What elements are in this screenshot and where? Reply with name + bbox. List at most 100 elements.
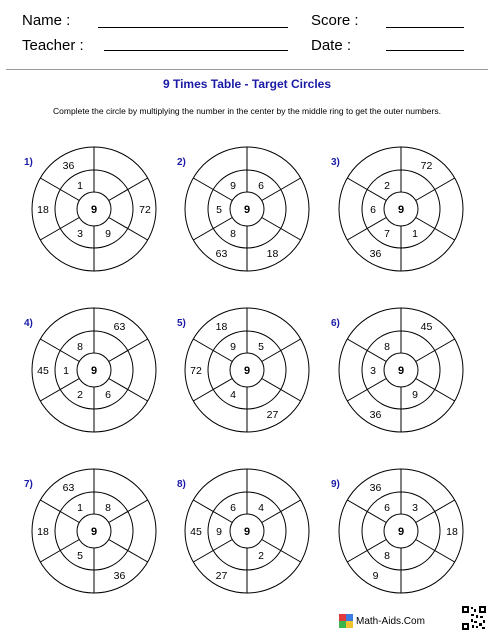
outer-ring-number[interactable]: 45	[421, 321, 433, 333]
middle-ring-number[interactable]: 6	[105, 389, 111, 401]
math-aids-logo-icon	[339, 614, 353, 628]
outer-ring-number[interactable]: 36	[370, 409, 382, 421]
ring-divider	[261, 217, 301, 241]
middle-ring-number[interactable]: 3	[370, 365, 376, 377]
ring-divider	[108, 338, 148, 362]
middle-ring-number[interactable]: 2	[77, 389, 83, 401]
ring-divider	[261, 539, 301, 563]
middle-ring-number[interactable]: 2	[258, 550, 264, 562]
outer-ring-number[interactable]: 18	[216, 321, 228, 333]
ring-divider	[347, 378, 387, 402]
outer-ring-number[interactable]: 45	[37, 365, 49, 377]
middle-ring-number[interactable]: 3	[412, 502, 418, 514]
middle-ring-number[interactable]: 4	[230, 389, 236, 401]
ring-divider	[347, 539, 387, 563]
ring-divider	[415, 499, 455, 523]
outer-ring-number[interactable]: 63	[114, 321, 126, 333]
outer-ring-number[interactable]: 18	[446, 526, 458, 538]
ring-divider	[108, 217, 148, 241]
outer-ring-number[interactable]: 27	[267, 409, 279, 421]
ring-divider	[193, 338, 233, 362]
middle-ring-number[interactable]: 8	[384, 341, 390, 353]
ring-divider	[193, 217, 233, 241]
qr-code-icon	[462, 606, 486, 630]
outer-ring-number[interactable]: 36	[370, 248, 382, 260]
middle-ring-number[interactable]: 6	[384, 502, 390, 514]
middle-ring-number[interactable]: 5	[258, 341, 264, 353]
middle-ring-number[interactable]: 9	[230, 341, 236, 353]
middle-ring-number[interactable]: 8	[105, 502, 111, 514]
brand-text: Math-Aids.Com	[356, 616, 425, 627]
outer-ring-number[interactable]: 18	[37, 204, 49, 216]
center-number: 9	[91, 204, 97, 216]
outer-ring-number[interactable]: 27	[216, 570, 228, 582]
problem-number: 3)	[331, 157, 340, 168]
middle-ring-number[interactable]: 9	[216, 526, 222, 538]
outer-ring-number[interactable]: 63	[216, 248, 228, 260]
ring-divider	[108, 539, 148, 563]
ring-divider	[193, 499, 233, 523]
header-rule	[6, 69, 488, 70]
middle-ring-number[interactable]: 3	[77, 228, 83, 240]
score-line	[386, 27, 464, 28]
outer-ring-number[interactable]: 36	[114, 570, 126, 582]
middle-ring-number[interactable]: 2	[384, 180, 390, 192]
outer-ring-number[interactable]: 63	[63, 482, 75, 494]
middle-ring-number[interactable]: 8	[77, 341, 83, 353]
middle-ring-number[interactable]: 5	[77, 550, 83, 562]
center-number: 9	[398, 365, 404, 377]
ring-divider	[193, 177, 233, 201]
middle-ring-number[interactable]: 7	[384, 228, 390, 240]
ring-divider	[193, 378, 233, 402]
outer-ring-number[interactable]: 18	[37, 526, 49, 538]
middle-ring-number[interactable]: 9	[105, 228, 111, 240]
middle-ring-number[interactable]: 6	[230, 502, 236, 514]
ring-divider	[40, 217, 80, 241]
problem-number: 4)	[24, 318, 33, 329]
ring-divider	[261, 177, 301, 201]
center-number: 9	[244, 526, 250, 538]
middle-ring-number[interactable]: 1	[63, 365, 69, 377]
middle-ring-number[interactable]: 9	[230, 180, 236, 192]
worksheet-title: 9 Times Table - Target Circles	[162, 77, 332, 91]
problem-number: 1)	[24, 157, 33, 168]
middle-ring-number[interactable]: 5	[216, 204, 222, 216]
ring-divider	[415, 378, 455, 402]
outer-ring-number[interactable]: 72	[139, 204, 151, 216]
ring-divider	[108, 378, 148, 402]
outer-ring-number[interactable]: 36	[63, 160, 75, 172]
score-label: Score :	[311, 12, 359, 29]
middle-ring-number[interactable]: 1	[412, 228, 418, 240]
middle-ring-number[interactable]: 6	[370, 204, 376, 216]
outer-ring-number[interactable]: 45	[190, 526, 202, 538]
middle-ring-number[interactable]: 4	[258, 502, 264, 514]
ring-divider	[40, 539, 80, 563]
ring-divider	[40, 499, 80, 523]
middle-ring-number[interactable]: 8	[384, 550, 390, 562]
outer-ring-number[interactable]: 36	[370, 482, 382, 494]
ring-divider	[347, 499, 387, 523]
middle-ring-number[interactable]: 6	[258, 180, 264, 192]
name-label: Name :	[22, 12, 71, 29]
outer-ring-number[interactable]: 9	[373, 570, 379, 582]
center-number: 9	[244, 204, 250, 216]
name-line	[98, 27, 288, 28]
ring-divider	[347, 177, 387, 201]
middle-ring-number[interactable]: 9	[412, 389, 418, 401]
middle-ring-number[interactable]: 1	[77, 502, 83, 514]
ring-divider	[415, 338, 455, 362]
middle-ring-number[interactable]: 8	[230, 228, 236, 240]
middle-ring-number[interactable]: 1	[77, 180, 83, 192]
date-line	[386, 50, 464, 51]
outer-ring-number[interactable]: 18	[267, 248, 279, 260]
problem-number: 6)	[331, 318, 340, 329]
center-number: 9	[244, 365, 250, 377]
outer-ring-number[interactable]: 72	[190, 365, 202, 377]
ring-divider	[415, 177, 455, 201]
outer-ring-number[interactable]: 72	[421, 160, 433, 172]
